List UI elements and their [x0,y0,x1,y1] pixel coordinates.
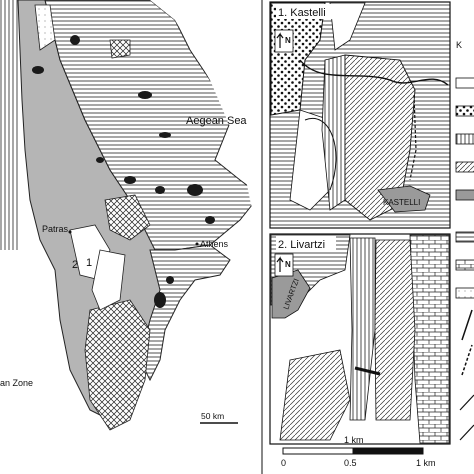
legend-swatch-white [455,77,474,89]
vertical-strip [321,54,346,211]
area-number-1: 1 [86,257,92,269]
inset-kastelli: KASTELLI N 1. Kastelli [269,1,451,229]
legend-swatch-vstripe [455,133,474,145]
brick-unit [409,234,450,444]
legend-swatch-grey [455,189,474,201]
legend-line-road [459,424,474,441]
legend-swatch-diag [455,161,474,173]
dark-patches [32,35,215,308]
crosshatch-unit-north [104,194,151,241]
legend-header: K [456,40,462,50]
crosshatch-unit-small [109,39,131,59]
attica-zone [139,244,231,382]
white-outcrop-2 [91,249,126,311]
dotted-unit [34,4,56,51]
kastelli-town-label: KASTELLI [383,198,420,207]
inset-scale-bar: 1 km 0 0.5 1 km [281,435,436,468]
north-label-2: N [285,260,291,269]
crosshatch-unit-south [84,299,151,431]
city-label-patras: Patras [42,224,69,234]
inset-1-title: 1. Kastelli [278,7,326,19]
city-marker-athens [195,242,199,246]
north-label-1: N [285,36,291,45]
legend: K [455,40,474,441]
inset-livartzi: LIVARTZI N 2. Livartzi [269,233,451,445]
city-label-athens: Athens [200,239,229,249]
legend-line-thrust [459,394,474,411]
legend-swatch-hstripe [455,231,474,243]
legend-line-dashed [461,344,473,376]
vertical-strip-2 [349,237,376,421]
north-arrow-icon [276,32,284,48]
zone-label: an Zone [0,378,33,388]
kastelli-town-area [377,185,431,213]
scale-top-label: 1 km [344,435,364,445]
sea-area [150,0,270,450]
diag-body-2 [374,239,416,421]
sea-label: Aegean Sea [186,115,247,127]
diag-body-3 [279,349,351,441]
city-marker-patras [68,230,72,234]
scale-tick-half: 0.5 [344,458,357,468]
west-zone-band [0,0,18,250]
scale-tick-0: 0 [281,458,286,468]
main-map: Aegean Sea Patras Athens 2 1 an Zone 50 … [0,0,270,450]
legend-line-fault [461,309,473,341]
area-number-2: 2 [72,259,78,271]
legend-swatch-finedots [455,287,474,299]
main-scale-label: 50 km [201,411,224,421]
inset-2-title: 2. Livartzi [278,239,325,251]
fault-marker [354,366,381,376]
legend-swatch-dots [455,105,474,117]
eastern-zone [44,0,261,261]
north-arrow-icon-2 [276,256,284,272]
scale-tick-1km: 1 km [416,458,436,468]
legend-swatch-brick [455,259,474,271]
diag-hatched-body [344,54,416,221]
livartzi-town-area [271,269,311,319]
